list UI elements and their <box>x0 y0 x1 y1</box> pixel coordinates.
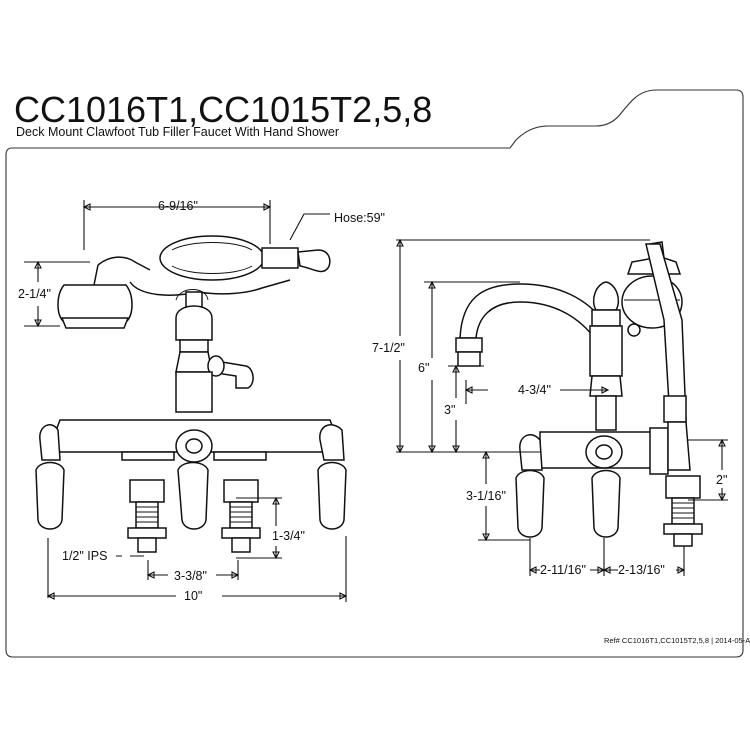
front-supply-shanks <box>127 479 261 553</box>
front-faucet-body <box>53 291 337 463</box>
side-view-faucet <box>455 241 703 547</box>
product-description: Deck Mount Clawfoot Tub Filler Faucet Wi… <box>16 125 339 139</box>
riser-offset-dimension: 2" <box>716 473 727 487</box>
right-offset-dimension: 2-13/16" <box>618 563 665 577</box>
spout-reach-dimension: 4-3/4" <box>518 383 551 397</box>
reference-number: Ref# CC1016T1,CC1015T2,5,8 | 2014-05-A <box>604 636 750 645</box>
side-handles <box>515 434 621 538</box>
front-view-dimension-lines <box>24 200 348 602</box>
hose-length-dimension: Hose:59" <box>334 211 385 225</box>
drawing-frame <box>5 89 744 658</box>
side-view-dimension-lines <box>396 238 728 576</box>
handle-height-dimension: 3-1/16" <box>466 489 506 503</box>
front-handles <box>35 424 347 530</box>
overall-width-dimension: 10" <box>184 589 202 603</box>
spray-head-height-dimension: 2-1/4" <box>18 287 51 301</box>
pipe-thread-dimension: 1/2" IPS <box>62 549 107 563</box>
hand-shower-illustration <box>57 235 331 329</box>
overall-height-dimension: 7-1/2" <box>372 341 405 355</box>
side-faucet-body <box>539 281 681 475</box>
side-supply-shank <box>663 475 703 547</box>
adjustable-centers-dimension: 3-3/8" <box>174 569 207 583</box>
spray-spacing-dimension: 6-9/16" <box>158 199 198 213</box>
shank-length-dimension: 1-3/4" <box>272 529 305 543</box>
spout-clearance-dimension: 3" <box>444 403 455 417</box>
side-hand-shower-illustration <box>621 241 691 471</box>
front-view-faucet <box>35 235 347 553</box>
model-title: CC1016T1,CC1015T2,5,8 <box>14 89 432 130</box>
spout-height-dimension: 6" <box>418 361 429 375</box>
side-spout-illustration <box>455 283 612 367</box>
left-offset-dimension: 2-11/16" <box>540 563 586 577</box>
